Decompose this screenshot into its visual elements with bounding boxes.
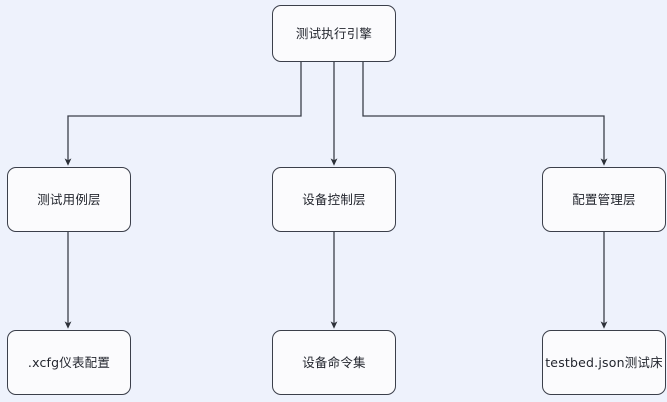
node-testcase-label: 测试用例层 <box>37 192 101 207</box>
node-configmgmt[interactable]: 配置管理层 <box>542 167 666 232</box>
node-devicectrl[interactable]: 设备控制层 <box>272 167 396 232</box>
node-devicecmd[interactable]: 设备命令集 <box>272 330 396 395</box>
node-devicecmd-label: 设备命令集 <box>302 355 366 370</box>
node-xcfg-label: .xcfg仪表配置 <box>27 355 111 370</box>
node-testbed-label: testbed.json测试床 <box>545 355 663 370</box>
edge-engine-to-testcase <box>64 62 302 166</box>
node-configmgmt-label: 配置管理层 <box>572 192 636 207</box>
node-testcase[interactable]: 测试用例层 <box>7 167 131 232</box>
edge-engine-to-configmgmt <box>362 62 608 166</box>
node-devicectrl-label: 设备控制层 <box>302 192 366 207</box>
node-engine[interactable]: 测试执行引擎 <box>272 5 396 62</box>
node-testbed[interactable]: testbed.json测试床 <box>542 330 666 395</box>
node-engine-label: 测试执行引擎 <box>295 26 373 41</box>
node-xcfg[interactable]: .xcfg仪表配置 <box>7 330 131 395</box>
